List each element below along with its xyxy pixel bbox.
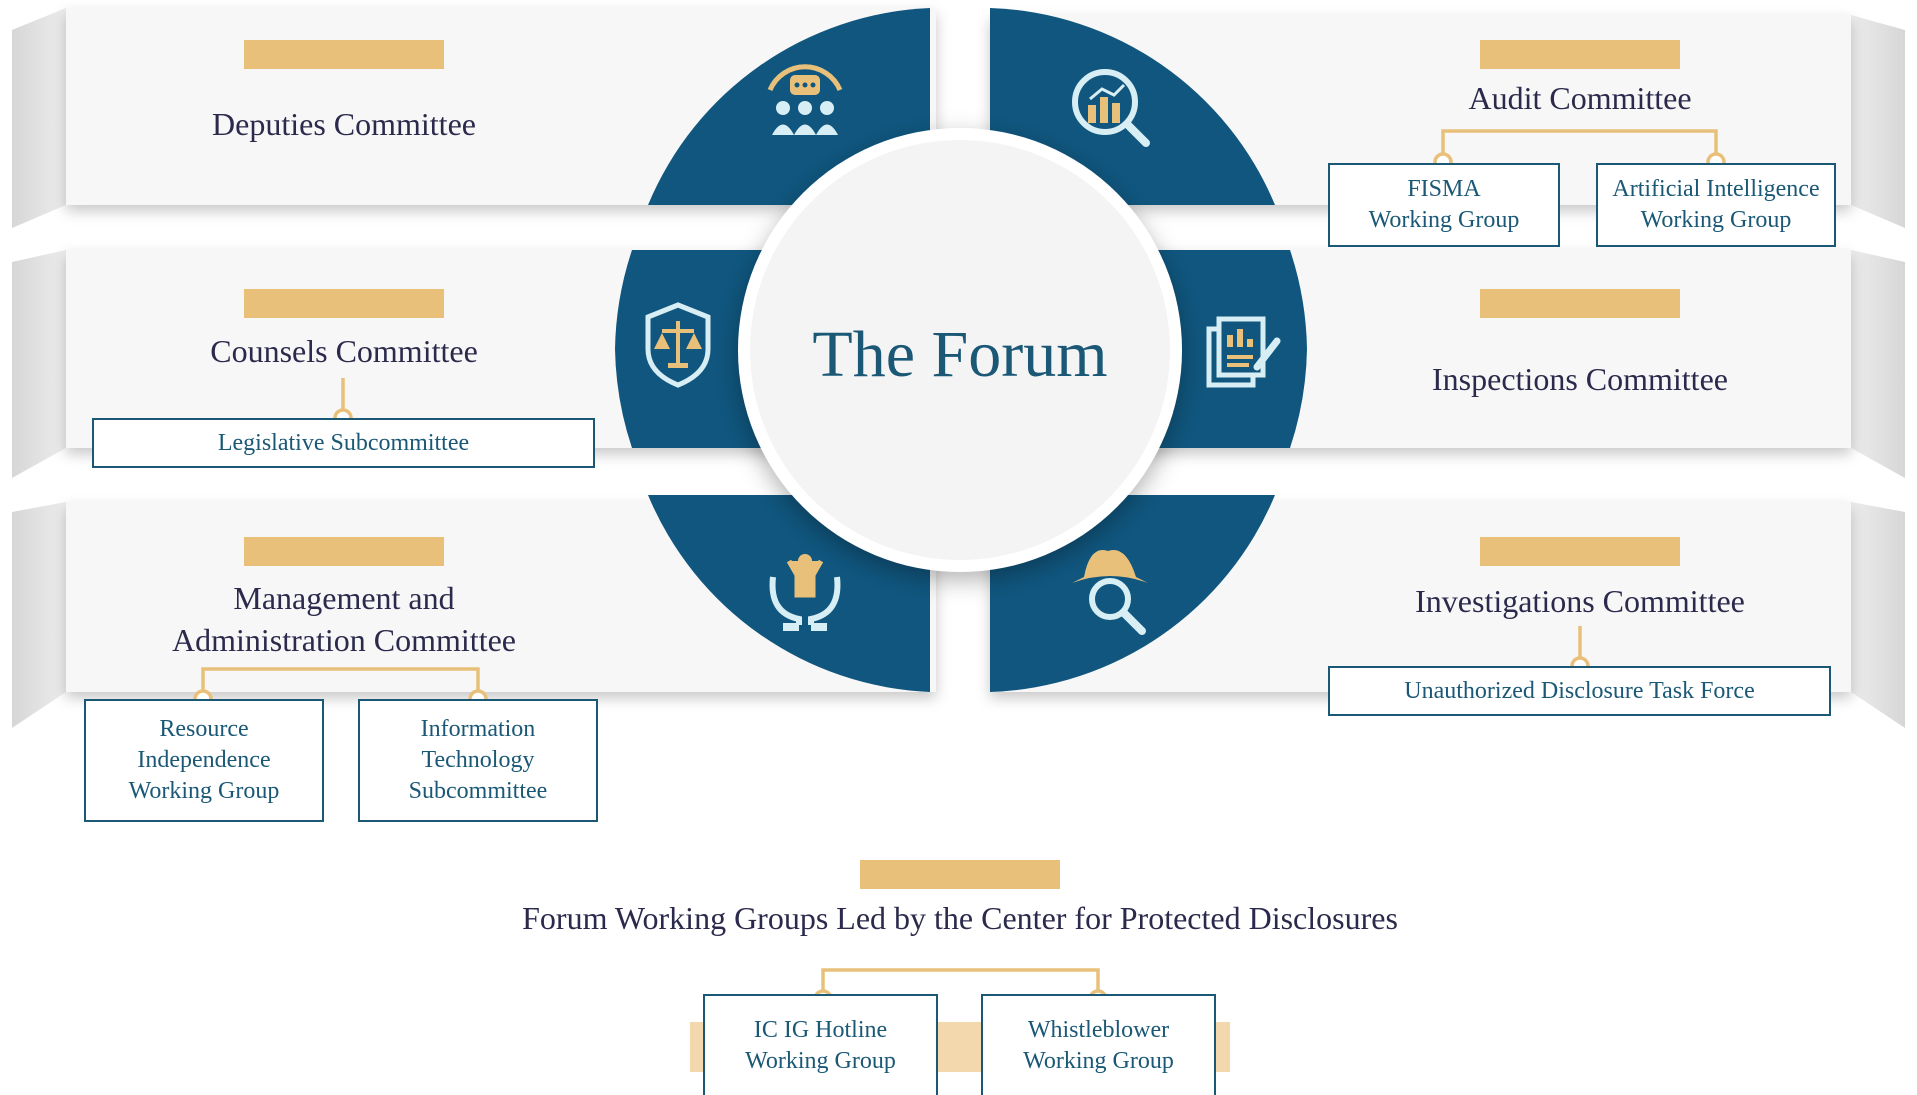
whistleblower-line1: Whistleblower [1027,1016,1170,1043]
unauthorized-disclosure-label: Unauthorized Disclosure Task Force [1404,677,1755,704]
ai-line2: Working Group [1640,207,1792,233]
forum-title: The Forum [812,318,1108,391]
management-title-line2: Administration Committee [172,622,516,658]
meeting-people-icon [767,64,843,135]
cpd-title-bar [860,860,1060,889]
hands-person-icon [769,554,841,631]
resource-line2: Independence [137,747,271,773]
documents-pen-icon [1206,316,1281,388]
inspections-bar [1480,289,1680,318]
management-committee-title: Management and Administration Committee [94,577,594,661]
hotline-line2: Working Group [745,1047,896,1074]
shield-scales-icon [645,302,711,388]
it-line2: Technology [421,747,535,773]
investigations-bar [1480,537,1680,566]
inspections-committee-title: Inspections Committee [1432,361,1728,397]
whistleblower-line2: Working Group [1023,1047,1174,1074]
counsels-committee-title: Counsels Committee [210,333,478,369]
resource-line3: Working Group [128,778,280,804]
hotline-line1: IC IG Hotline [753,1016,888,1043]
counsels-bar [244,289,444,318]
cpd-title: Forum Working Groups Led by the Center f… [522,900,1398,936]
audit-bar [1480,40,1680,69]
resource-line1: Resource [159,716,249,742]
management-bar [244,537,444,566]
center-circle-inner [750,140,1170,560]
it-line1: Information [420,716,536,742]
deputies-committee-title: Deputies Committee [212,106,476,142]
unauthorized-disclosure-box: Unauthorized Disclosure Task Force [1328,666,1831,716]
legislative-subcommittee-box: Legislative Subcommittee [92,418,595,468]
chart-magnifier-icon [1072,69,1150,147]
investigations-committee-title: Investigations Committee [1415,583,1745,619]
detective-magnifier-icon [1072,550,1148,635]
deputies-bar [244,40,444,69]
fisma-line1: FISMA [1407,176,1481,202]
connectors [201,129,1718,998]
ai-line1: Artificial Intelligence [1612,176,1820,202]
audit-committee-title: Audit Committee [1468,80,1692,116]
legislative-subcommittee-label: Legislative Subcommittee [217,429,470,456]
fisma-line2: Working Group [1368,207,1520,233]
fisma-working-group-box: FISMA Working Group [1328,163,1560,247]
it-line3: Subcommittee [408,778,548,804]
management-title-line1: Management and [233,580,455,616]
